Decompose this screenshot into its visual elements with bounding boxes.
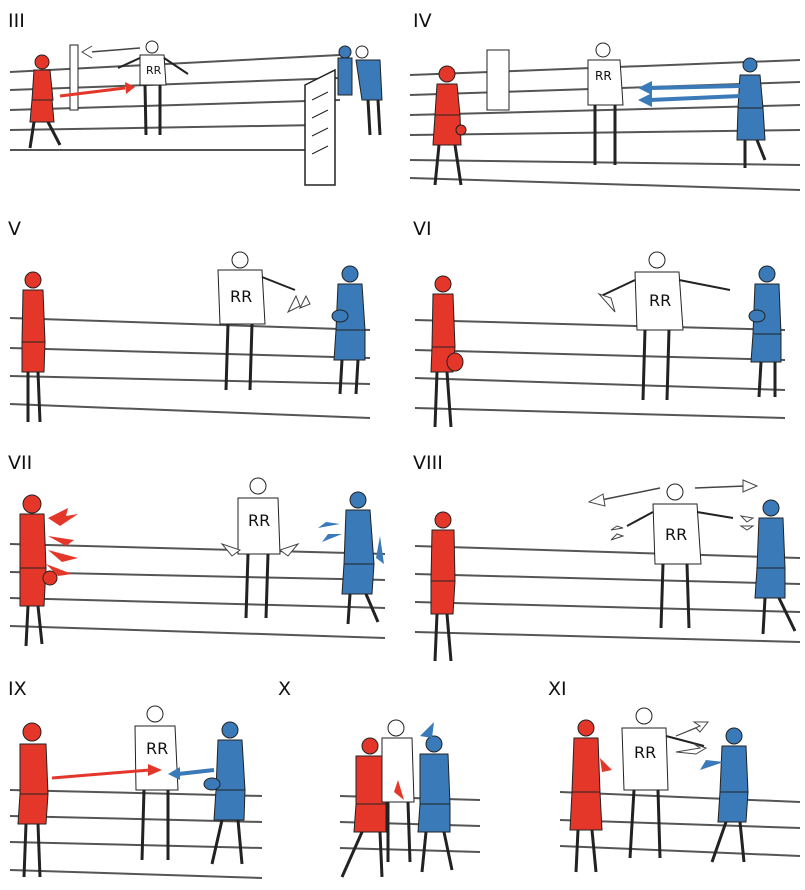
panel-label: XI xyxy=(548,678,567,700)
direction-arrow xyxy=(600,721,724,772)
blue-corner-seconds xyxy=(337,45,383,136)
direction-arrow xyxy=(638,81,741,107)
ring-post xyxy=(486,49,510,111)
panel-label: V xyxy=(8,218,21,240)
ring-scene: RR xyxy=(9,251,371,423)
blue-boxer xyxy=(710,727,749,863)
referee xyxy=(381,719,415,863)
red-boxer xyxy=(430,275,464,428)
panel-label: VI xyxy=(413,218,432,240)
referee: RR xyxy=(134,705,179,861)
panel-label: IX xyxy=(8,678,27,700)
direction-arrow xyxy=(81,45,141,59)
ring-scene: RR xyxy=(559,707,801,873)
blue-boxer xyxy=(417,735,454,873)
direction-arrow xyxy=(597,292,616,313)
panel-VII: VII RR xyxy=(0,446,400,656)
red-boxer xyxy=(432,65,467,186)
direction-arrow xyxy=(286,294,311,314)
red-boxer xyxy=(430,511,456,662)
direction-arrow xyxy=(59,82,135,98)
blue-boxer xyxy=(341,491,380,625)
referee-shirt-text: RR xyxy=(146,739,168,758)
panel-IX: IX RR xyxy=(0,672,270,890)
panel-label: IV xyxy=(413,10,432,32)
referee: RR xyxy=(587,42,624,165)
blue-boxer xyxy=(203,721,246,865)
panel-label: VIII xyxy=(413,452,443,474)
panel-XI: XI RR xyxy=(540,672,805,890)
referee-shirt-text: RR xyxy=(248,511,270,530)
panel-VIII: VIII RR xyxy=(405,446,805,666)
panel-V: V RR xyxy=(0,212,400,432)
direction-arrow xyxy=(394,722,434,800)
direction-arrow xyxy=(220,542,300,557)
referee-shirt-text: RR xyxy=(230,287,252,306)
referee: RR xyxy=(217,251,296,391)
ring-ropes xyxy=(414,319,786,419)
ring-ropes xyxy=(414,545,801,643)
blue-boxer xyxy=(748,265,782,398)
panel-label: VII xyxy=(8,452,33,474)
red-boxer xyxy=(28,54,62,149)
referee-shirt-text: RR xyxy=(595,69,612,83)
ring-ropes xyxy=(9,317,371,419)
referee-shirt-text: RR xyxy=(665,525,687,544)
ring-ropes xyxy=(9,54,341,151)
referee-shirt-text: RR xyxy=(649,291,671,310)
ring-scene: RR xyxy=(414,251,786,428)
ring-scene: RR xyxy=(9,705,263,879)
blue-boxer xyxy=(736,57,767,168)
ring-scene: RR xyxy=(409,42,801,191)
red-boxer xyxy=(19,494,58,647)
referee-shirt-text: RR xyxy=(634,743,656,762)
blue-boxer xyxy=(754,499,797,635)
red-boxer xyxy=(21,271,46,423)
red-boxer xyxy=(340,737,387,878)
corner-post xyxy=(304,68,336,186)
direction-arrow xyxy=(51,764,215,780)
panel-X: X xyxy=(270,672,540,890)
ring-scene: RR xyxy=(414,479,801,662)
referee-shirt-text: RR xyxy=(146,64,162,77)
ring-scene: RR xyxy=(9,477,386,647)
referee: RR xyxy=(600,251,731,401)
ring-ropes xyxy=(9,543,386,639)
panel-label: X xyxy=(278,678,292,700)
referee: RR xyxy=(621,707,705,859)
ring-scene xyxy=(339,719,481,878)
ring-scene: RR xyxy=(9,40,383,186)
ring-post xyxy=(69,44,79,111)
referee: RR xyxy=(117,40,189,136)
red-boxer xyxy=(17,722,49,878)
panel-IV: IV RR xyxy=(405,0,805,200)
referee: RR xyxy=(626,483,734,629)
panel-label: III xyxy=(8,10,25,32)
direction-arrow xyxy=(318,522,384,564)
direction-arrow xyxy=(46,508,78,576)
panel-VI: VI RR xyxy=(405,212,805,432)
red-boxer xyxy=(569,719,603,873)
blue-boxer xyxy=(331,265,366,395)
direction-arrow xyxy=(587,479,759,541)
referee: RR xyxy=(237,477,281,619)
panel-III: III RR xyxy=(0,0,400,200)
